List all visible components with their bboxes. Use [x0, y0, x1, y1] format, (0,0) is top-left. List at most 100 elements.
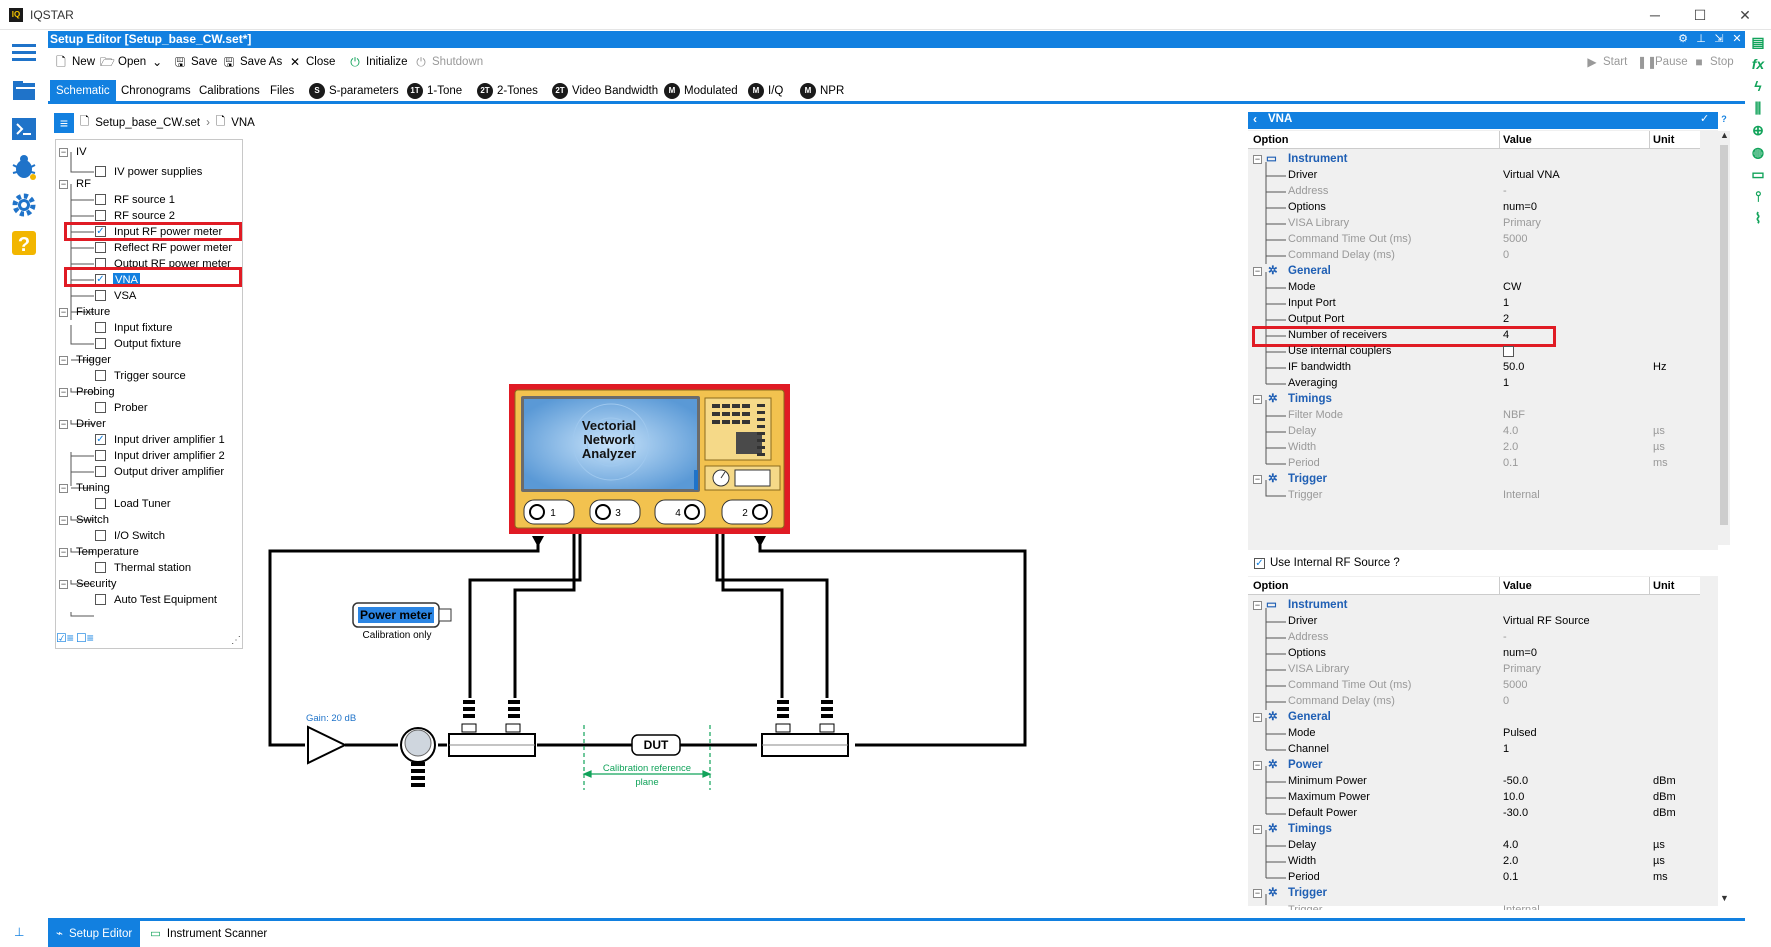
rf-section-instrument[interactable]: Instrument	[1288, 599, 1348, 611]
rf-section-general[interactable]: General	[1288, 711, 1331, 723]
tab-files[interactable]: Files	[264, 80, 300, 102]
vna-receivers-value[interactable]: 4	[1503, 329, 1510, 341]
tree-group-trigger[interactable]: Trigger	[76, 354, 112, 366]
spectrum-icon[interactable]: ⌇	[1754, 210, 1762, 226]
collapse-fixture[interactable]: −	[59, 307, 68, 317]
tree-item-input-rf-power-meter[interactable]: Input RF power meter	[114, 226, 223, 238]
minimize-button[interactable]: ─	[1650, 7, 1660, 23]
collapse-tuning[interactable]: −	[59, 483, 68, 493]
collapse-rf-trigger[interactable]: −	[1253, 888, 1262, 898]
tree-item-vsa[interactable]: VSA	[114, 290, 137, 302]
vna-period-value[interactable]: 0.1	[1503, 457, 1519, 469]
rf-timeout-value[interactable]: 5000	[1503, 679, 1528, 691]
uncheck-all-icon[interactable]: ☐≡	[76, 631, 94, 645]
tree-group-iv[interactable]: IV	[76, 146, 87, 158]
vna-section-general[interactable]: General	[1288, 265, 1331, 277]
rf-default-power-value[interactable]: -30.0	[1503, 807, 1529, 819]
vna-if-bandwidth-value[interactable]: 50.0	[1503, 361, 1525, 373]
dut-block[interactable]	[631, 734, 681, 756]
sliders-icon[interactable]: ⫼	[1754, 100, 1762, 116]
rf-channel-value[interactable]: 1	[1503, 743, 1510, 755]
rf-trigger-value[interactable]: Internal	[1503, 904, 1540, 910]
tree-group-driver[interactable]: Driver	[76, 418, 106, 430]
tree-menu-icon[interactable]: ≡	[54, 113, 74, 133]
close-window-button[interactable]: ✕	[1739, 7, 1751, 23]
collapse-driver[interactable]: −	[59, 419, 68, 429]
tree-group-temperature[interactable]: Temperature	[76, 546, 139, 558]
collapse-switch[interactable]: −	[59, 515, 68, 525]
collapse-rf-instrument[interactable]: −	[1253, 600, 1262, 610]
isolator-block[interactable]	[400, 727, 436, 787]
globe-icon[interactable]: ◍	[1751, 144, 1765, 160]
close-editor-icon[interactable]: ✕	[1732, 33, 1742, 45]
amplifier-triangle[interactable]	[307, 725, 348, 765]
checkbox-rf-source-1[interactable]	[95, 194, 106, 205]
menu-icon[interactable]	[8, 37, 40, 69]
storage-icon[interactable]: ▭	[1751, 166, 1765, 182]
vna-output-port-value[interactable]: 2	[1503, 313, 1510, 325]
tree-group-fixture[interactable]: Fixture	[76, 306, 111, 318]
scroll-up-icon[interactable]: ▲	[1720, 130, 1729, 140]
initialize-button[interactable]: ⏻Initialize	[348, 55, 407, 69]
collapse-iv[interactable]: −	[59, 147, 68, 157]
output-coupler[interactable]	[761, 700, 849, 757]
rf-max-power-value[interactable]: 10.0	[1503, 791, 1525, 803]
checkbox-output-fixture[interactable]	[95, 338, 106, 349]
vna-input-port-value[interactable]: 1	[1503, 297, 1510, 309]
vna-filter-mode-value[interactable]: NBF	[1503, 409, 1525, 421]
vna-couplers-checkbox[interactable]	[1503, 346, 1514, 357]
tree-item-input-driver-amplifier-1[interactable]: Input driver amplifier 1	[114, 434, 225, 446]
settings-icon[interactable]: ⚙	[1678, 33, 1688, 45]
pause-button[interactable]: ❚❚Pause	[1637, 55, 1688, 69]
vna-averaging-value[interactable]: 1	[1503, 377, 1510, 389]
restore-icon[interactable]: ⇲	[1714, 33, 1724, 45]
power-meter-block[interactable]	[352, 602, 452, 628]
vna-scrollbar[interactable]	[1718, 131, 1730, 545]
breadcrumb-file[interactable]: Setup_base_CW.set	[95, 117, 201, 129]
vna-mode-value[interactable]: CW	[1503, 281, 1522, 293]
stop-button[interactable]: ■Stop	[1692, 55, 1733, 69]
rf-driver-value[interactable]: Virtual RF Source	[1503, 615, 1590, 627]
vna-delay-value[interactable]: 4.0	[1503, 425, 1519, 437]
collapse-probing[interactable]: −	[59, 387, 68, 397]
help-icon[interactable]: ?	[8, 227, 40, 259]
collapse-timings[interactable]: −	[1253, 394, 1262, 404]
collapse-rf[interactable]: −	[59, 179, 68, 189]
collapse-trigger-section[interactable]: −	[1253, 474, 1262, 484]
lightning-icon[interactable]: ϟ	[1754, 78, 1762, 94]
gear-icon[interactable]	[8, 189, 40, 221]
collapse-general[interactable]: −	[1253, 266, 1262, 276]
checkbox-reflect-rf-power-meter[interactable]	[95, 242, 106, 253]
checkbox-iv-power-supplies[interactable]	[95, 166, 106, 177]
collapse-rf-timings[interactable]: −	[1253, 824, 1262, 834]
tree-item-trigger-source[interactable]: Trigger source	[114, 370, 186, 382]
rf-visa-value[interactable]: Primary	[1503, 663, 1541, 675]
tree-item-output-driver-amplifier[interactable]: Output driver amplifier	[114, 466, 225, 478]
tree-item-auto-test-equipment[interactable]: Auto Test Equipment	[114, 594, 218, 606]
terminal-icon[interactable]	[8, 113, 40, 145]
vna-driver-value[interactable]: Virtual VNA	[1503, 169, 1560, 181]
thermometer-icon[interactable]: ⫯	[1754, 188, 1762, 204]
vna-delay-cmd-value[interactable]: 0	[1503, 249, 1510, 261]
input-coupler[interactable]	[448, 700, 536, 757]
checkbox-output-driver-amplifier[interactable]	[95, 466, 106, 477]
rf-period-value[interactable]: 0.1	[1503, 871, 1519, 883]
start-button[interactable]: ▶Start	[1585, 55, 1627, 69]
tree-item-load-tuner[interactable]: Load Tuner	[114, 498, 171, 510]
vna-visa-value[interactable]: Primary	[1503, 217, 1541, 229]
rf-options-value[interactable]: num=0	[1503, 647, 1537, 659]
open-button[interactable]: 🗁Open⌄	[100, 55, 164, 69]
tree-group-tuning[interactable]: Tuning	[76, 482, 110, 494]
pin-icon[interactable]: ⊥	[14, 925, 25, 939]
apply-check-icon[interactable]: ✓	[1700, 113, 1710, 125]
checkbox-input-driver-amplifier-2[interactable]	[95, 450, 106, 461]
resize-grip-icon[interactable]: ⋰	[231, 635, 241, 646]
rf-delay-cmd-value[interactable]: 0	[1503, 695, 1510, 707]
vna-instrument[interactable]	[509, 384, 790, 547]
checkbox-input-fixture[interactable]	[95, 322, 106, 333]
collapse-instrument[interactable]: −	[1253, 154, 1262, 164]
rf-min-power-value[interactable]: -50.0	[1503, 775, 1529, 787]
pin-icon[interactable]: ⊥	[1696, 33, 1706, 45]
